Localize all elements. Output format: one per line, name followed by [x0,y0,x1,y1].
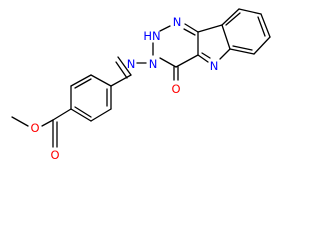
bond-ch-n-double-a [117,56,132,76]
bond-methyl-o [11,116,29,127]
ring-c-n-c [219,48,231,60]
atom-o-ester-single: O [30,121,39,135]
molecule-structure: O O N N HN N O N [11,8,271,162]
ring-b-c4a-c4 [175,54,199,68]
ring-c-c4a-n-a [197,54,209,63]
ring-d-inner-3 [232,45,253,51]
ring-c-c-c9b [197,24,223,33]
bond-o-carbonyl [41,119,54,127]
ring-d-bond-1 [221,8,240,26]
ring-c-c4a-n-b [201,52,211,59]
atom-o-ketone: O [171,82,180,96]
ring-b-n-c9b-b [183,28,196,36]
ring-a-inner-1 [74,78,92,89]
ring-a-bond-2 [70,74,92,87]
ring-d-bond-4 [253,36,271,55]
ring-a-bond-6 [70,108,92,122]
ring-a-bond-3 [90,74,112,87]
atom-n-triazine: N [173,15,182,29]
atom-n-imine: N [127,57,136,71]
ring-d-bond-2 [238,8,262,15]
ring-d-inner-1 [225,12,241,26]
ring-b-n-c9b-a [184,23,199,33]
ring-d-inner-2 [257,16,266,37]
ring-b-nh-n [159,25,171,32]
ring-d-bond-5 [229,48,255,55]
atom-o-ester-double: O [50,148,59,162]
atom-n-indole: N [210,59,219,73]
bonds [11,8,271,148]
ring-a-inner-3 [74,106,92,118]
atom-n-nh: HN [143,29,160,43]
ring-d-bond-3 [260,13,271,38]
bond-carbonyl-ring [52,108,72,121]
atom-n-hydrazone: N [149,57,158,71]
ring-b-c4-n3 [159,57,177,68]
bond-ch-n-double-b [115,61,128,79]
atom-labels: O O N N HN N O N [30,15,218,162]
ring-a-bond-5 [90,108,112,122]
bond-ring-ch [110,74,132,87]
ring-c-c-c [221,24,231,50]
